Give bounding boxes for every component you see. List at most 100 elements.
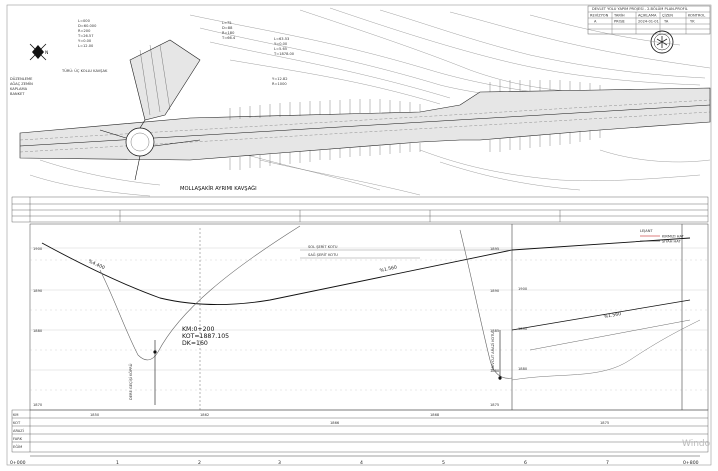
band-value-2: 1866 (330, 421, 340, 425)
title-rev-0: A (594, 20, 597, 24)
note-0: SOL ŞERİT KOTU (308, 244, 338, 249)
band-row-4: EĞİM (13, 444, 22, 449)
grade-line-3 (529, 319, 691, 351)
title-rev-4: YK (690, 20, 695, 24)
band-row-2: ARAZİ (13, 428, 24, 433)
title-rev-3: TA (663, 20, 669, 24)
profile-view: KM:0+200 KOT=1887.105 DK=160 %4.400 %1.5… (29, 223, 709, 411)
seal-stamp-icon (650, 30, 674, 54)
grade-line-2 (511, 299, 691, 331)
junction-label: MOLLAŞAKİR AYRIMI KAVŞAĞI (180, 185, 257, 192)
band-value-0: 1850 (90, 413, 100, 417)
profile-legend-item-1: SİYAH HAT (662, 239, 681, 244)
junction-roundabout (99, 39, 201, 181)
vc-line3: DK=160 (182, 340, 208, 347)
profile-legend: LEJANT KIRMIZI HAT SİYAH HAT (640, 229, 685, 244)
elev-left-2: 1880 (33, 329, 43, 333)
station-tick-3: 3 (278, 460, 281, 466)
elev-left-3: 1870 (33, 403, 43, 407)
profile-legend-item-0: KIRMIZI HAT (662, 235, 685, 239)
title-col-2: AÇIKLAMA (638, 14, 657, 18)
svg-text:L=12.00: L=12.00 (78, 44, 94, 48)
title-col-0: REVİZYON (590, 13, 609, 18)
legend-line-0: AĞAÇ ZEMİN (10, 81, 33, 86)
elev-mid-3: 1880 (490, 369, 500, 373)
profile-grid (30, 247, 708, 391)
elev-mid-1: 1890 (490, 289, 500, 293)
vc-line2: KOT=1887.105 (182, 333, 229, 340)
elev-left-0: 1900 (33, 247, 43, 251)
svg-text:R=180: R=180 (222, 31, 235, 35)
band-value-1: 1862 (200, 413, 209, 417)
svg-text:D=60.000: D=60.000 (78, 24, 97, 28)
ground-line-3 (511, 319, 701, 381)
profile-legend-title: LEJANT (640, 229, 653, 233)
svg-text:N: N (45, 50, 48, 56)
band-value-4: 1875 (600, 421, 609, 425)
main-road (19, 87, 711, 161)
svg-text:L=75: L=75 (222, 21, 232, 25)
elev-right-1: 1890 (518, 327, 528, 331)
sheet-border (6, 4, 712, 466)
svg-text:T=1878.00: T=1878.00 (273, 52, 295, 56)
mid-note: MEVCUT ARAZİ KOTU (490, 332, 495, 370)
title-rev-2: 2024-01-01 (638, 20, 659, 24)
station-tick-5: 5 (442, 460, 445, 466)
legend-title: DÜZENLEME (10, 76, 33, 81)
legend-line-1: KAPLAMA (10, 87, 28, 91)
band-row-3: FARK (13, 437, 23, 441)
station-tick-2: 2 (198, 460, 201, 466)
north-arrow-icon: N (29, 43, 48, 61)
band-labels: KM KOT ARAZİ FARK EĞİM 1850 1862 1866 18… (13, 413, 609, 449)
band-row-1: KOT (13, 421, 21, 425)
ground-line (99, 225, 301, 361)
legend-line-2: BANKET (10, 92, 25, 96)
bottom-bands (11, 409, 709, 453)
title-col-4: KONTROL (688, 14, 705, 18)
grade-label-1: %1.560 (379, 264, 397, 274)
svg-text:Y=12.82: Y=12.82 (272, 77, 288, 81)
svg-text:D=88: D=88 (222, 26, 233, 30)
title-header: DEVLET YOLU YAPIM PROJESİ - 2.BÖLÜM PLAN… (592, 6, 688, 11)
elev-right-2: 1880 (518, 367, 528, 371)
station-end: 0+800 (683, 460, 699, 466)
svg-text:L=63.53: L=63.53 (274, 37, 289, 41)
svg-text:T=26.57: T=26.57 (77, 34, 94, 38)
watermark-text: Windo (682, 439, 711, 449)
station-start: 0+000 (10, 460, 26, 466)
svg-text:Y=0.00: Y=0.00 (78, 39, 92, 43)
elev-left-1: 1890 (33, 289, 43, 293)
note-1: SAĞ ŞERİT KOTU (308, 252, 338, 257)
station-tick-6: 6 (524, 460, 527, 466)
title-col-3: ÇİZEN (662, 13, 673, 18)
station-tick-7: 7 (606, 460, 609, 466)
title-col-1: TARİH (613, 13, 625, 18)
embankment-hatching (229, 80, 601, 170)
title-block: DEVLET YOLU YAPIM PROJESİ - 2.BÖLÜM PLAN… (587, 5, 711, 35)
svg-text:Y=0.00: Y=0.00 (274, 42, 288, 46)
band-row-0: KM (13, 413, 18, 417)
station-axis: 0+000 0+800 1 2 3 4 5 6 7 (10, 455, 700, 466)
ground-line-2 (459, 229, 513, 379)
grade-label-2: %1.560 (603, 311, 621, 320)
elev-right-0: 1900 (518, 287, 528, 291)
grade-label-0: %4.400 (87, 258, 105, 271)
upper-bands (11, 196, 709, 223)
junction-note: TÜRÜ: ÜÇ KOLLU KAVŞAK (61, 68, 108, 73)
station-tick-4: 4 (360, 460, 363, 466)
grade-line (41, 237, 691, 305)
vc-line1: KM:0+200 (182, 326, 214, 333)
left-note: DERE GEÇİŞİ KÖPRÜ (128, 363, 133, 400)
elev-mid-2: 1885 (490, 329, 499, 333)
band-value-3: 1868 (430, 413, 440, 417)
svg-text:R=1000: R=1000 (272, 82, 287, 86)
svg-text:T=66.4: T=66.4 (221, 36, 236, 40)
station-tick-1: 1 (116, 460, 119, 466)
svg-text:L=5.65: L=5.65 (274, 47, 287, 51)
svg-text:R=200: R=200 (78, 29, 91, 33)
svg-text:L=000: L=000 (78, 19, 91, 23)
